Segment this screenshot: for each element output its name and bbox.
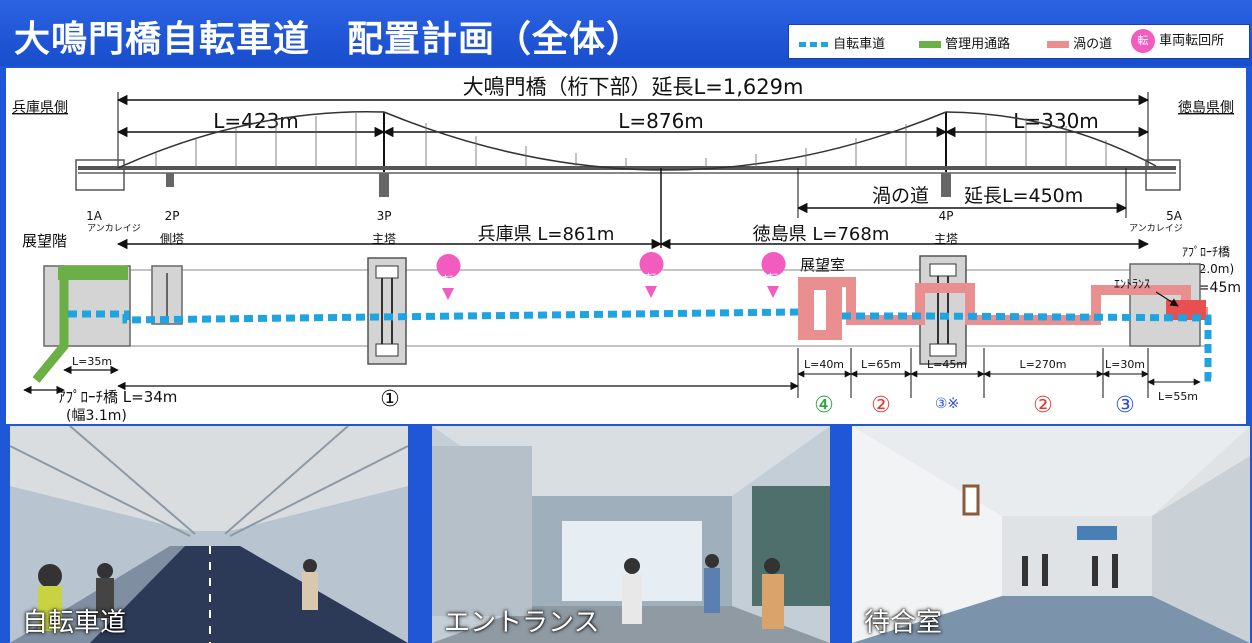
legend: 自転車道 管理用通路 渦の道 転 車両転回所 xyxy=(788,24,1250,59)
page-title: 大鳴門橋自転車道 配置計画（全体） xyxy=(14,19,644,60)
uzu-length-label: 延長L=450m xyxy=(964,185,1083,207)
l35-label: L=35m xyxy=(72,355,112,368)
segment-3-label: L=45m xyxy=(927,358,967,371)
approach-right-label: ｱﾌﾟﾛｰﾁ橋 xyxy=(1182,245,1230,259)
uzu-swatch-icon xyxy=(1047,41,1069,48)
photo-caption-entrance: エントランス xyxy=(444,608,600,638)
segment-1-label: L=40m xyxy=(804,358,844,371)
legend-bike: 自転車道 xyxy=(799,33,885,52)
entrance-arrow xyxy=(1155,291,1179,307)
turn-marker-3: 転 xyxy=(761,252,786,298)
total-length-label: 大鳴門橋（桁下部）延長L=1,629m xyxy=(463,75,804,99)
observation-floor-label: 展望階 xyxy=(22,232,67,250)
span-right-label: L=330m xyxy=(1013,109,1099,133)
turn-marker-3-label: 転 xyxy=(768,272,779,285)
hyogo-length-label: 兵庫県 L=861m xyxy=(478,224,615,245)
bike-path xyxy=(68,308,1216,382)
approach-left-label: ｱﾌﾟﾛｰﾁ橋 L=34m xyxy=(58,388,177,406)
bike-swatch-icon xyxy=(799,42,829,47)
pier-2p-label: 2P xyxy=(165,209,180,223)
layout-diagram: 大鳴門橋（桁下部）延長L=1,629m 兵庫県側 徳島県側 L=423m L=8… xyxy=(6,68,1246,424)
legend-mgmt: 管理用通路 xyxy=(919,33,1010,52)
legend-turn: 転 車両転回所 xyxy=(1131,29,1224,53)
legend-turn-label: 車両転回所 xyxy=(1159,33,1225,49)
legend-uzu-label: 渦の道 xyxy=(1073,37,1113,52)
tokushima-side-label: 徳島県側 xyxy=(1178,100,1234,116)
turn-marker-2: 転 xyxy=(639,252,664,298)
photo-caption-bikeway: 自転車道 xyxy=(22,608,127,638)
photo-bikeway: 自転車道 xyxy=(10,426,408,643)
turn-marker-1-label: 転 xyxy=(443,274,454,287)
segment-4-label: L=270m xyxy=(1019,358,1066,371)
section-2b-number: ② xyxy=(1033,393,1053,418)
plan-view: 転 転 転 ｴﾝﾄﾗﾝｽ xyxy=(32,252,1216,383)
photo-caption-waiting-room: 待合室 xyxy=(864,608,943,638)
legend-bike-label: 自転車道 xyxy=(833,37,886,52)
pier-1a-label: 1A xyxy=(86,209,103,223)
section-3-number: ③ xyxy=(1115,393,1135,418)
mgmt-swatch-icon xyxy=(919,41,941,48)
pier-4p-label: 4P xyxy=(939,209,954,223)
title-bar: 大鳴門橋自転車道 配置計画（全体） 自転車道 管理用通路 渦の道 転 車両転回所 xyxy=(0,0,1252,66)
legend-mgmt-label: 管理用通路 xyxy=(945,37,1011,52)
uzu-label: 渦の道 xyxy=(872,185,929,207)
section-2a-number: ② xyxy=(871,393,891,418)
pier-1a-sub-label: アンカレイジ xyxy=(87,223,141,234)
turn-marker-1: 転 xyxy=(436,254,461,300)
observation-room-label: 展望室 xyxy=(800,256,845,274)
segment-dimensions xyxy=(797,348,1201,398)
segment-2-label: L=65m xyxy=(861,358,901,371)
section-4-number: ④ xyxy=(814,393,834,418)
segment-5-label: L=30m xyxy=(1105,358,1145,371)
entrance-label: ｴﾝﾄﾗﾝｽ xyxy=(1114,277,1150,291)
pier-5a-label: 5A xyxy=(1166,209,1183,223)
section-1-number: ① xyxy=(380,387,400,412)
span-center-label: L=876m xyxy=(618,109,704,133)
section-3-note-number: ③※ xyxy=(935,396,959,412)
photo-entrance: エントランス xyxy=(432,426,830,643)
approach-left-width-label: (幅3.1m) xyxy=(66,408,127,424)
pier-3p-label: 3P xyxy=(377,209,392,223)
tokushima-length-label: 徳島県 L=768m xyxy=(753,224,890,245)
photo-waiting-room: 待合室 xyxy=(852,426,1250,643)
bridge-elevation xyxy=(75,111,1181,248)
approach-right-length-label: L=45m xyxy=(1190,280,1241,296)
hyogo-side-label: 兵庫県側 xyxy=(12,99,68,116)
legend-uzu: 渦の道 xyxy=(1047,33,1112,52)
l55-label: L=55m xyxy=(1158,390,1198,403)
turn-marker-2-label: 転 xyxy=(646,272,657,285)
turn-marker-icon: 転 xyxy=(1131,29,1155,53)
pier-5a-sub-label: アンカレイジ xyxy=(1129,223,1183,234)
